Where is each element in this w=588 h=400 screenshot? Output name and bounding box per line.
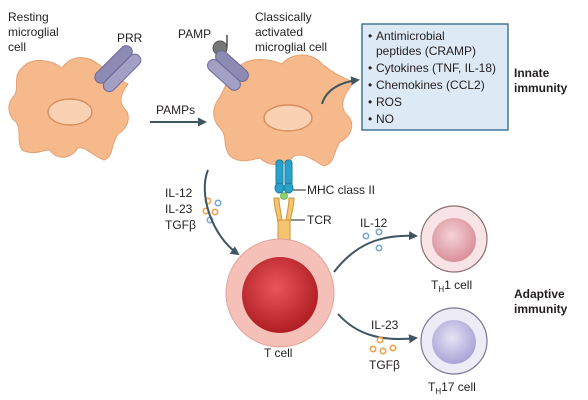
- th17-arrow: [337, 313, 418, 344]
- cytokine-il23-left: IL-23: [165, 202, 193, 216]
- tgfb-right-label: TGFβ: [369, 358, 400, 372]
- list-item: ROS: [376, 95, 402, 109]
- pamp-label: PAMP: [178, 27, 211, 41]
- list-bullet: •: [368, 61, 372, 75]
- list-bullet: •: [368, 112, 372, 126]
- th1-arrow: [333, 231, 418, 273]
- tcr-label: TCR: [307, 213, 332, 227]
- cytokine-tgfb-left: TGFβ: [165, 218, 196, 232]
- resting-cell-label-2: microglial: [8, 25, 59, 39]
- t-cell-nucleus: [242, 257, 318, 333]
- prr-label: PRR: [117, 31, 143, 45]
- il23-right-label: IL-23: [371, 318, 399, 332]
- adaptive-immunity-label-1: Adaptive: [514, 287, 565, 301]
- il23-tgfb-dots-right: [369, 336, 397, 355]
- resting-cell-label-3: cell: [8, 40, 26, 54]
- th17-cell-nucleus: [432, 320, 476, 364]
- th1-label-suffix: 1 cell: [444, 278, 472, 292]
- list-bullet: •: [368, 29, 372, 43]
- adaptive-immunity-label-2: immunity: [514, 302, 568, 316]
- pamp-bound-receptor-icon: [207, 35, 249, 91]
- list-item: Cytokines (TNF, IL-18): [376, 61, 496, 75]
- activated-cell-label-2: activated: [255, 25, 303, 39]
- activated-cell-label-3: microglial cell: [255, 40, 327, 54]
- list-bullet: •: [368, 95, 372, 109]
- innate-immunity-label-1: Innate: [514, 66, 550, 80]
- pamps-arrow-label: PAMPs: [156, 103, 195, 117]
- th17-label-suffix: 17 cell: [441, 380, 476, 394]
- innate-output-arrow: [321, 76, 360, 105]
- th17-label: TH17 cell: [428, 380, 476, 396]
- th1-label-sub: H: [438, 285, 444, 294]
- mhc-class-ii-icon: [274, 159, 294, 200]
- tcr-icon: [273, 197, 295, 245]
- th1-cell-nucleus: [432, 218, 476, 262]
- innate-outputs-box: [361, 23, 509, 131]
- list-item: peptides (CRAMP): [376, 44, 476, 58]
- innate-outputs-list: • Antimicrobial peptides (CRAMP) • Cytok…: [368, 29, 496, 126]
- th17-label-sub: H: [435, 387, 441, 396]
- list-item: Antimicrobial: [376, 29, 445, 43]
- mhc-label: MHC class II: [307, 183, 375, 197]
- th17-label-prefix: T: [428, 380, 436, 394]
- cytokine-il12-left: IL-12: [165, 186, 193, 200]
- resting-microglia-nucleus: [47, 98, 93, 126]
- resting-cell-label-1: Resting: [8, 10, 49, 24]
- th1-label: TH1 cell: [431, 278, 472, 294]
- list-item: Chemokines (CCL2): [376, 78, 485, 92]
- list-bullet: •: [368, 78, 372, 92]
- il12-right-label: IL-12: [360, 216, 388, 230]
- activated-cell-label-1: Classically: [255, 10, 312, 24]
- th1-label-prefix: T: [431, 278, 439, 292]
- innate-immunity-label-2: immunity: [514, 81, 568, 95]
- il12-dots-right: [362, 228, 383, 252]
- cytokine-to-tcell-arrow: [203, 169, 240, 256]
- prr-receptor-icon: [94, 45, 142, 93]
- activated-microglia-nucleus: [263, 104, 313, 132]
- t-cell-label: T cell: [264, 346, 292, 360]
- list-item: NO: [376, 112, 394, 126]
